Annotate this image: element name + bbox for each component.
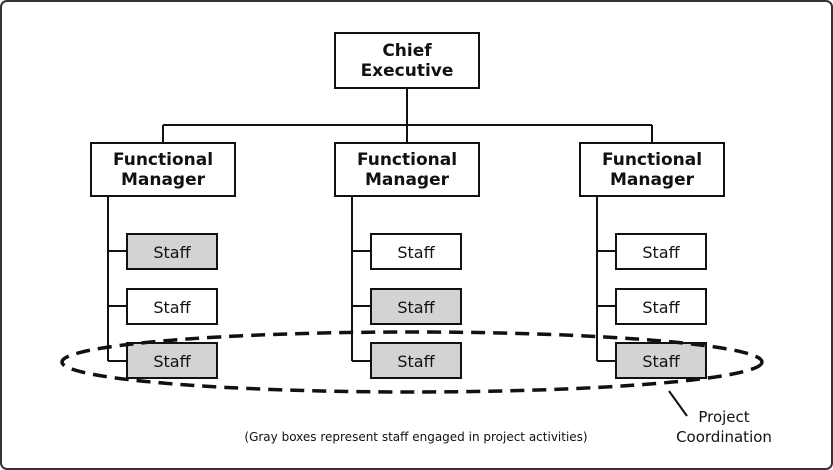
- manager-3-label-line-2: Manager: [610, 170, 695, 190]
- staff-box-c2-r2: Staff: [370, 288, 462, 325]
- staff-label: Staff: [397, 352, 435, 371]
- staff-box-c3-r2: Staff: [615, 288, 707, 325]
- project-label-pointer: [668, 390, 688, 417]
- project-label-line-2: Coordination: [676, 428, 772, 446]
- manager-2-label-line-2: Manager: [365, 170, 450, 190]
- staff-box-c3-r3: Staff: [615, 342, 707, 379]
- chief-executive-box: Chief Executive: [334, 32, 480, 89]
- staff-label: Staff: [642, 352, 680, 371]
- manager-2-label-line-1: Functional: [357, 150, 457, 170]
- staff-box-c3-r1: Staff: [615, 233, 707, 270]
- legend-caption: (Gray boxes represent staff engaged in p…: [244, 430, 587, 444]
- staff-label: Staff: [153, 298, 191, 317]
- staff-box-c2-r1: Staff: [370, 233, 462, 270]
- functional-manager-box-3: Functional Manager: [579, 142, 725, 197]
- manager-1-label-line-2: Manager: [121, 170, 206, 190]
- project-coordination-ellipse: [60, 330, 764, 394]
- staff-label: Staff: [642, 243, 680, 262]
- staff-box-c1-r1: Staff: [126, 233, 218, 270]
- staff-label: Staff: [153, 352, 191, 371]
- functional-manager-box-2: Functional Manager: [334, 142, 480, 197]
- staff-label: Staff: [153, 243, 191, 262]
- chief-label-line-2: Executive: [361, 61, 454, 81]
- staff-label: Staff: [397, 298, 435, 317]
- staff-box-c1-r3: Staff: [126, 342, 218, 379]
- chief-label-line-1: Chief: [382, 41, 432, 61]
- manager-3-label-line-1: Functional: [602, 150, 702, 170]
- staff-label: Staff: [642, 298, 680, 317]
- manager-1-label-line-1: Functional: [113, 150, 213, 170]
- functional-manager-box-1: Functional Manager: [90, 142, 236, 197]
- staff-box-c2-r3: Staff: [370, 342, 462, 379]
- staff-label: Staff: [397, 243, 435, 262]
- staff-box-c1-r2: Staff: [126, 288, 218, 325]
- project-label-line-1: Project: [698, 408, 749, 426]
